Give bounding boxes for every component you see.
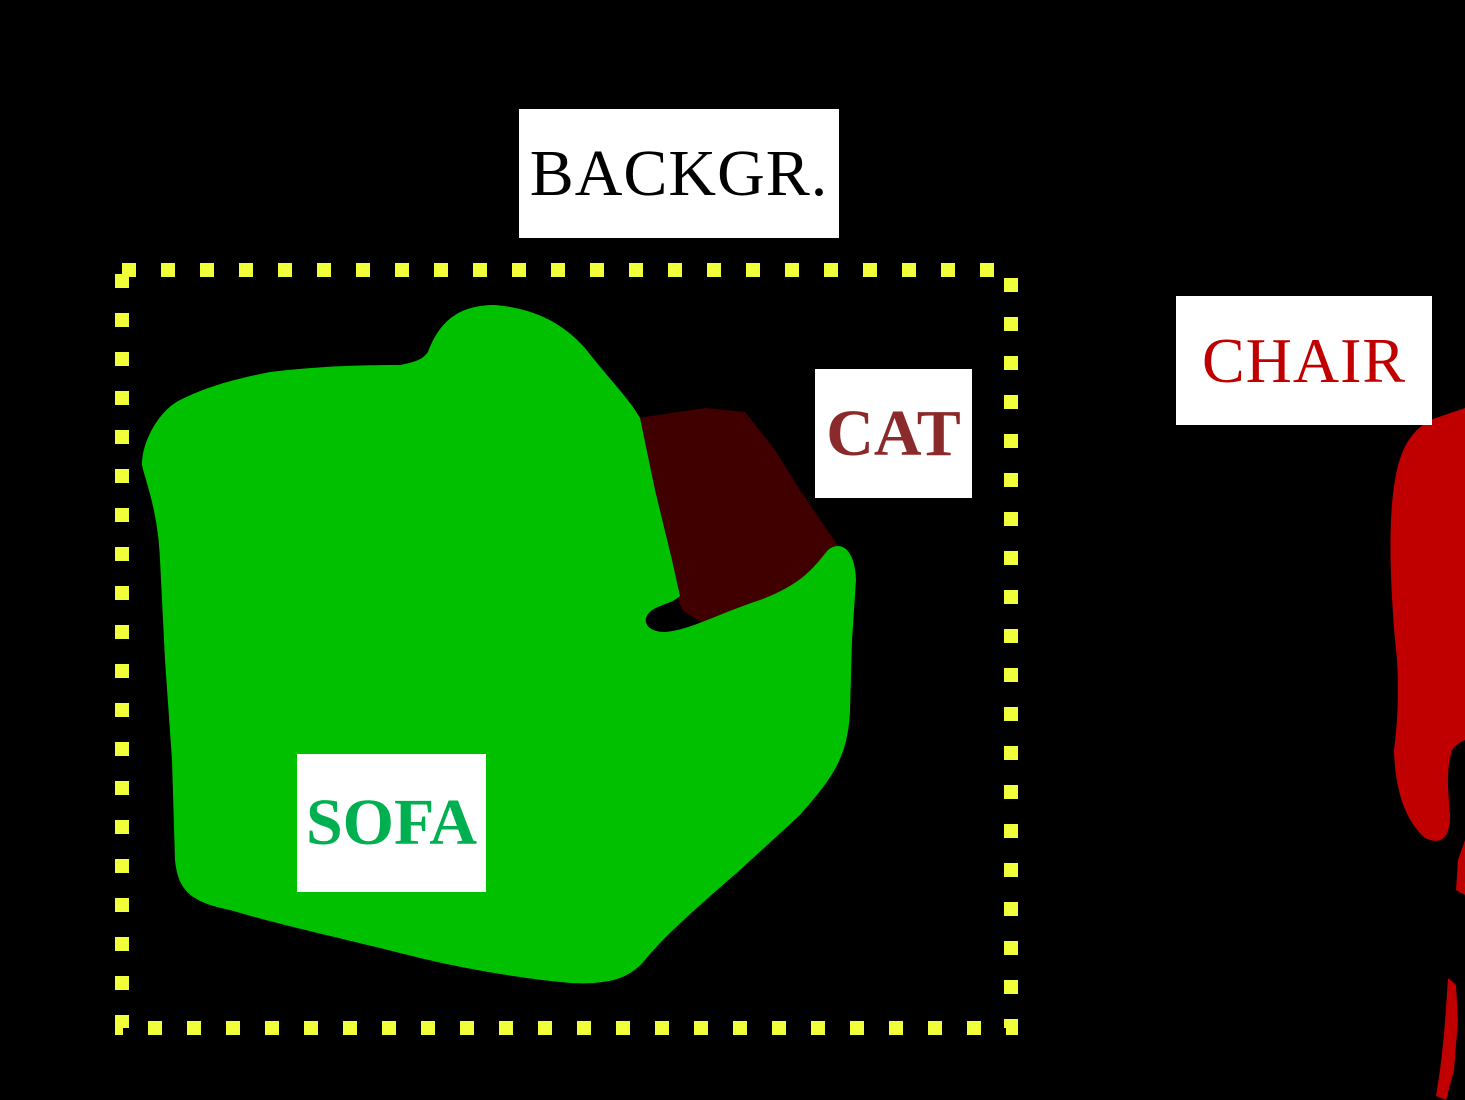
chair-region xyxy=(1436,978,1458,1100)
cat-region xyxy=(638,408,838,625)
chair-region xyxy=(1456,840,1465,895)
backgr-label: BACKGR. xyxy=(519,109,839,238)
backgr-label-text: BACKGR. xyxy=(529,136,829,210)
chair-region xyxy=(1390,408,1465,841)
chair-label: CHAIR xyxy=(1176,296,1432,425)
chair-label-text: CHAIR xyxy=(1201,324,1407,396)
sofa-label-text: SOFA xyxy=(305,786,478,859)
cat-label: CAT xyxy=(815,369,972,498)
sofa-label: SOFA xyxy=(297,754,486,892)
cat-label-text: CAT xyxy=(826,396,961,470)
